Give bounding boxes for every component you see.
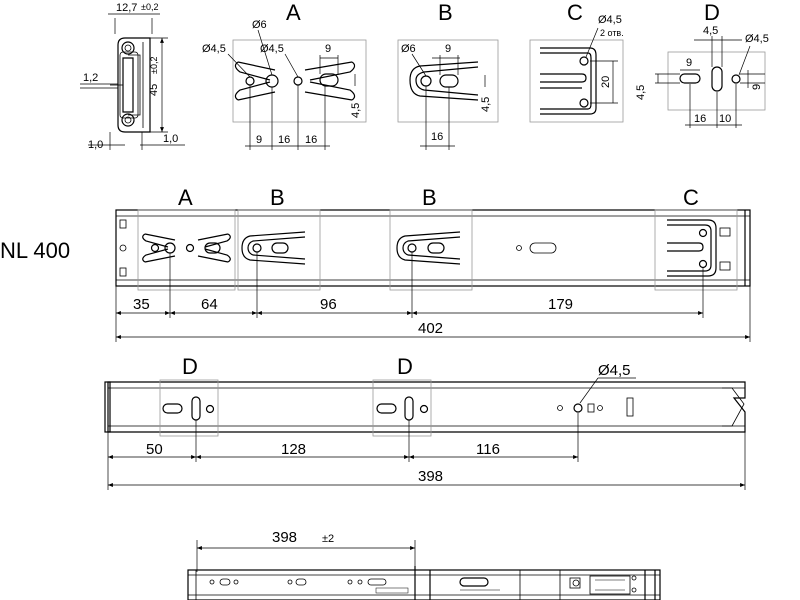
detail-a-bottom-dim-3: 16 [305,134,317,146]
drawer-dim-1: 50 [146,441,163,458]
detail-b: B Ø6 9 4,5 16 [397,0,499,150]
cabinet-label-b1: B [270,185,285,210]
detail-c: C Ø4,5 2 отв. 20 [529,0,624,123]
detail-a-d-right: Ø4,5 [260,43,284,55]
drawer-dim-2: 128 [281,441,306,458]
profile-gap-bottom-right-label: 1,0 [163,133,178,145]
detail-a-bottom-dim-2: 16 [278,134,290,146]
model-label: NL 400 [0,238,70,263]
profile-height-tol: ±0,2 [149,57,159,74]
detail-d-right-dim: 9 [751,84,763,90]
detail-a-d-big: Ø6 [252,19,267,31]
drawer-dim-3: 116 [476,441,500,458]
detail-a-side-dim: 4,5 [350,103,362,118]
drawer-hole-label: Ø4,5 [598,362,631,379]
detail-b-side-dim: 4,5 [480,97,492,112]
profile-gap-side-label: 1,2 [83,72,98,84]
assembly-view: 398 ±2 [187,529,661,600]
cabinet-dim-4: 179 [548,296,573,313]
profile-gap-bottom-left-label: 1,0 [88,139,103,151]
profile-width-label: 12,7 [116,2,137,14]
detail-d-bottom-dim-1: 16 [694,113,706,125]
drawer-rail: D D Ø4,5 50 128 116 398 [104,354,746,490]
detail-d-letter: D [704,0,720,25]
detail-c-hole-count: 2 отв. [600,28,624,38]
profile-section: 12,7 ±0,2 45 ±0,2 1,2 1,0 1,0 [80,2,185,151]
detail-c-d-hole: Ø4,5 [598,14,622,26]
detail-d: D 4,5 Ø4,5 9 4,5 9 16 10 [635,0,769,128]
detail-b-bottom-dim: 16 [431,131,443,143]
detail-d-slot-dim: 9 [686,57,692,69]
detail-c-side-dim: 20 [600,76,612,88]
cabinet-dim-3: 96 [320,296,337,313]
assembly-tol: ±2 [322,533,334,545]
detail-d-top-dim: 4,5 [703,25,718,37]
assembly-length: 398 [272,529,297,546]
detail-a-d-left: Ø4,5 [202,43,226,55]
detail-b-letter: B [438,0,453,25]
detail-b-d-big: Ø6 [401,43,416,55]
drawer-label-d1: D [182,354,198,379]
cabinet-label-b2: B [422,185,437,210]
cabinet-dim-2: 64 [201,296,218,313]
detail-d-left-dim: 4,5 [635,85,647,100]
cabinet-rail: A B B C 35 64 96 179 402 [115,185,751,342]
detail-d-bottom-dim-2: 10 [719,113,731,125]
profile-height-label: 45 [148,84,160,96]
detail-c-letter: C [567,0,583,25]
detail-a-top-dim: 9 [325,43,331,55]
cabinet-label-c: C [683,185,699,210]
drawer-total: 398 [418,468,443,485]
drawer-label-d2: D [397,354,413,379]
detail-a-bottom-dim-1: 9 [256,134,262,146]
profile-width-tol: ±0,2 [141,2,158,12]
cabinet-total: 402 [418,320,443,337]
cabinet-label-a: A [178,185,193,210]
detail-b-top-dim: 9 [445,43,451,55]
detail-a-letter: A [286,0,301,25]
cabinet-dim-1: 35 [133,296,150,313]
detail-a: A Ø6 Ø4,5 Ø4,5 9 4,5 9 16 16 [202,0,367,150]
detail-d-d-hole: Ø4,5 [745,33,769,45]
